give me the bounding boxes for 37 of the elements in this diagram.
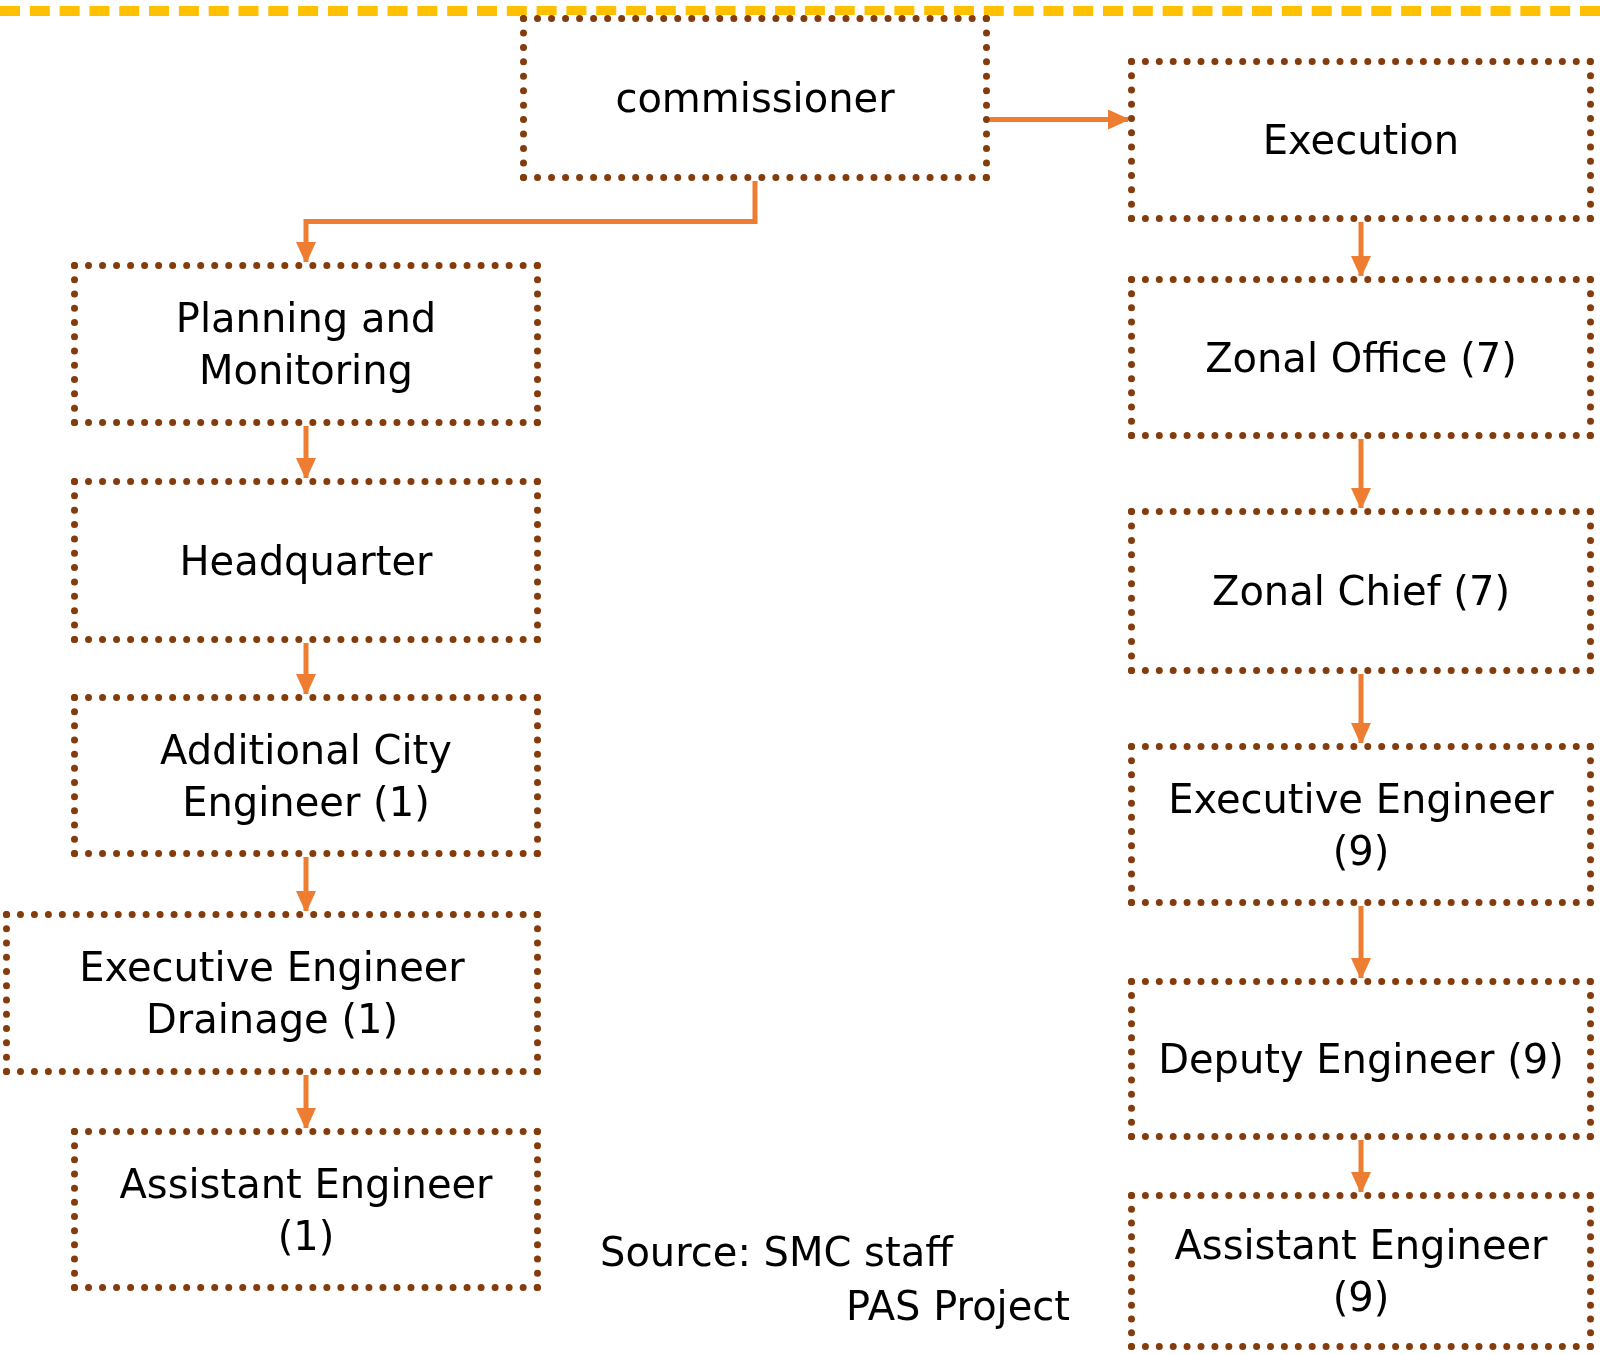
box-label: Execution xyxy=(1262,116,1460,165)
box-label: Headquarter xyxy=(179,536,433,586)
box-label: Assistant Engineer (1) xyxy=(118,1159,494,1261)
org-box xyxy=(1128,978,1594,1140)
arrow xyxy=(296,1075,316,1130)
arrow xyxy=(1351,222,1371,278)
box-label: Zonal Office (7) xyxy=(1205,333,1517,383)
box-label: Assistant Engineer (9) xyxy=(1173,1221,1549,1322)
arrow xyxy=(296,643,316,696)
org-box xyxy=(71,1128,541,1291)
box-label: commissioner xyxy=(615,74,895,123)
arrow xyxy=(296,181,758,264)
arrow xyxy=(990,109,1130,130)
org-box xyxy=(1128,276,1594,439)
arrow xyxy=(1351,906,1371,980)
org-box xyxy=(71,694,541,857)
arrow xyxy=(1351,674,1371,745)
box-label: Executive Engineer (9) xyxy=(1167,774,1555,876)
org-box xyxy=(1128,1192,1594,1350)
org-box xyxy=(1128,743,1594,906)
box-label: Planning and Monitoring xyxy=(174,294,438,395)
box-label: Additional City Engineer (1) xyxy=(159,725,453,827)
box-label: Executive Engineer Drainage (1) xyxy=(78,943,466,1044)
arrow xyxy=(1351,1140,1371,1194)
source-note: PAS Project xyxy=(845,1282,1070,1331)
org-box xyxy=(520,15,990,181)
org-box xyxy=(3,911,541,1075)
org-box xyxy=(1128,58,1594,222)
org-box xyxy=(71,262,541,426)
arrow xyxy=(296,857,316,913)
box-label: Zonal Chief (7) xyxy=(1212,567,1510,616)
arrow xyxy=(1351,439,1371,510)
source-note: Source: SMC staff xyxy=(600,1228,955,1277)
box-label: Deputy Engineer (9) xyxy=(1158,1035,1564,1084)
arrow xyxy=(296,426,316,480)
org-box xyxy=(71,478,541,643)
org-box xyxy=(1128,508,1594,674)
